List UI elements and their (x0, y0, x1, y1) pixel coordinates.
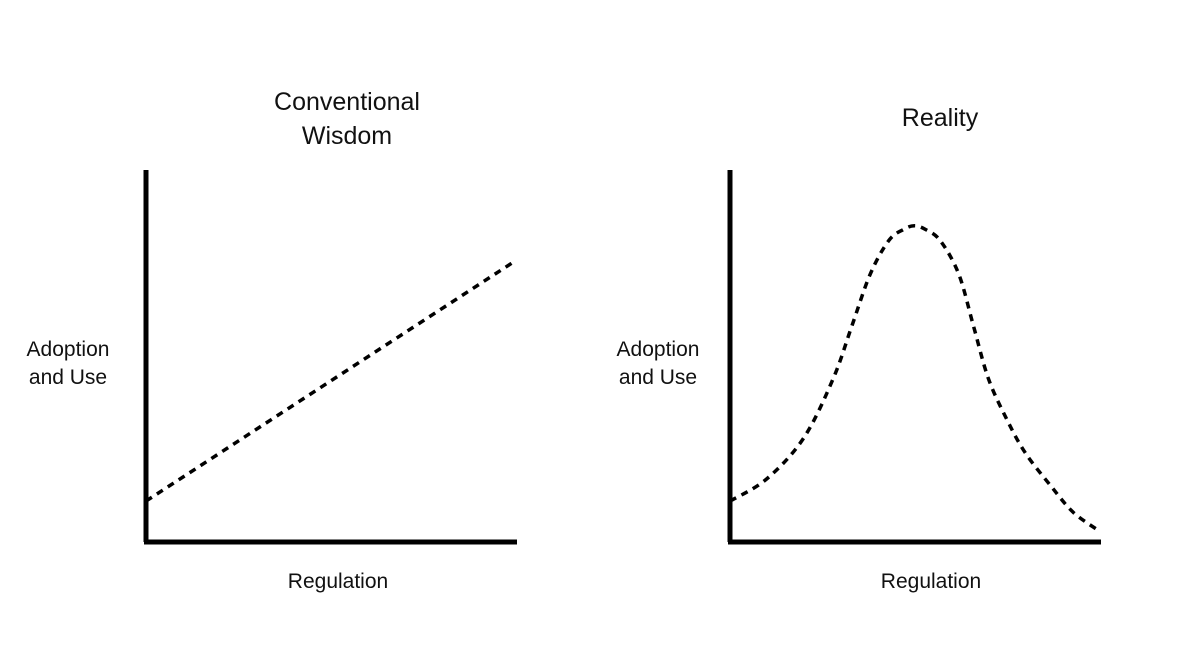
y-axis-label-line-2: and Use (29, 366, 107, 389)
plot-area (145, 261, 513, 503)
x-axis-label: Regulation (288, 570, 388, 593)
y-axis-label-line-1: Adoption (617, 338, 700, 361)
y-axis-label-line-1: Adoption (27, 338, 110, 361)
chart-reality: Reality Adoption and Use Regulation (617, 104, 1101, 593)
chart-title-line-1: Conventional (274, 88, 420, 116)
series-line-0 (729, 224, 1101, 533)
x-axis-label: Regulation (881, 570, 981, 593)
y-axis-label-line-2: and Use (619, 366, 697, 389)
chart-conventional-wisdom: Conventional Wisdom Adoption and Use Reg… (27, 88, 517, 593)
chart-title-line-2: Wisdom (302, 122, 392, 150)
chart-title: Reality (902, 104, 979, 132)
plot-area (729, 224, 1101, 533)
series-line-0 (145, 261, 513, 503)
